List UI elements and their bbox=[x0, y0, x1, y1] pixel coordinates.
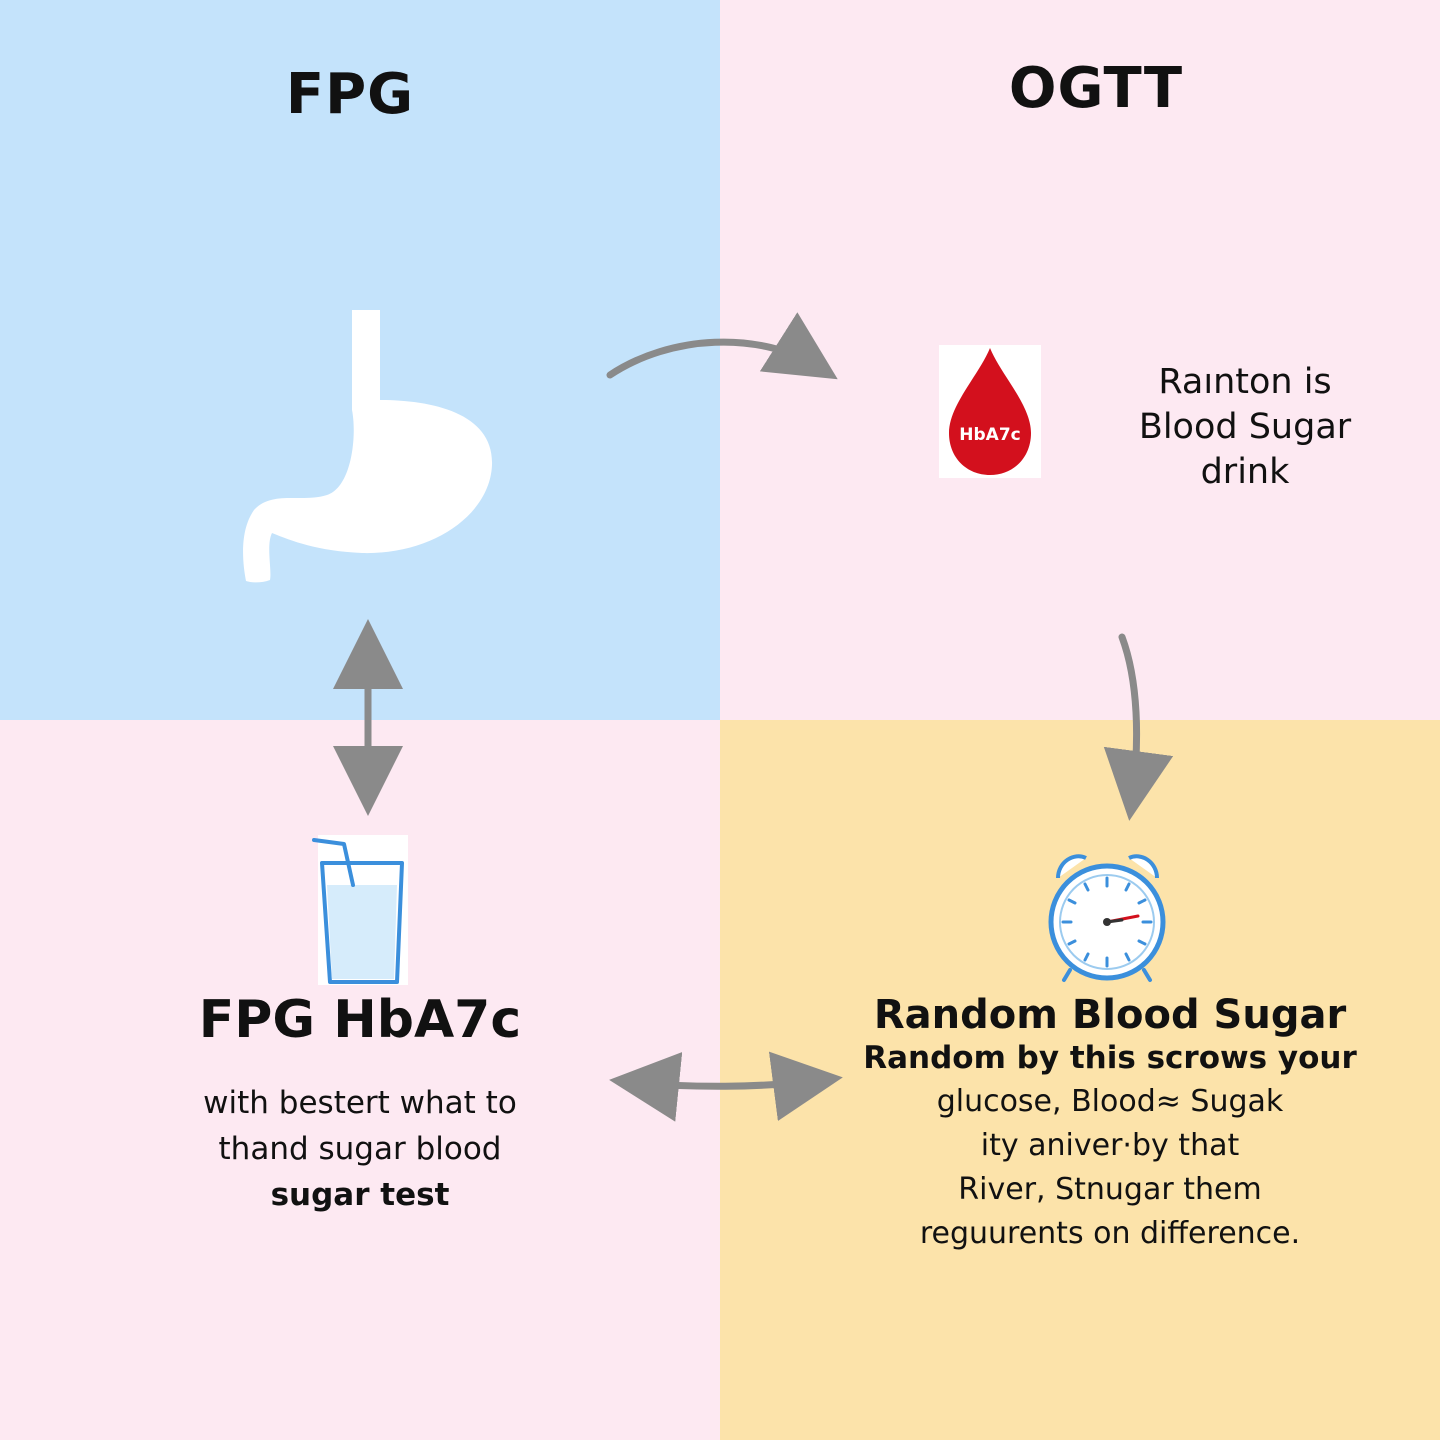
random-blood-sugar-body: glucose, Blood≈ Sugak ity aniver·by that… bbox=[860, 1080, 1360, 1256]
ogtt-line-2: Blood Sugar bbox=[1138, 407, 1352, 447]
ogtt-title: OGTT bbox=[1008, 56, 1184, 121]
blood-drop-icon bbox=[949, 348, 1031, 475]
random-line-3: River, Stnugar them bbox=[958, 1172, 1262, 1207]
ogtt-line-3: drink bbox=[1200, 452, 1290, 492]
ogtt-description: Raınton is Blood Sugar drink bbox=[1120, 360, 1370, 495]
fpg-hba7c-heading: FPG HbA7c bbox=[198, 990, 522, 1050]
random-line-2: ity aniver·by that bbox=[980, 1128, 1240, 1163]
fpg-hba7c-line-2: thand sugar blood bbox=[218, 1131, 502, 1167]
fpg-hba7c-body: with bestert what to thand sugar blood s… bbox=[150, 1080, 570, 1218]
ogtt-line-1: Raınton is bbox=[1158, 362, 1332, 402]
fpg-title: FPG bbox=[285, 62, 415, 127]
glass-icon bbox=[312, 835, 408, 985]
random-blood-sugar-heading: Random Blood Sugar bbox=[873, 992, 1347, 1038]
fpg-hba7c-line-3: sugar test bbox=[270, 1177, 450, 1213]
quadrant-ogtt bbox=[720, 0, 1440, 720]
alarm-clock-icon bbox=[1048, 854, 1166, 982]
random-line-1: glucose, Blood≈ Sugak bbox=[936, 1084, 1284, 1119]
fpg-hba7c-line-1: with bestert what to bbox=[203, 1085, 517, 1121]
drop-label: HbA7c bbox=[959, 425, 1021, 445]
random-blood-sugar-subheading: Random by this scrows your bbox=[863, 1040, 1357, 1076]
stomach-icon bbox=[243, 310, 493, 583]
random-line-4: reguurents on diﬀerence. bbox=[919, 1216, 1301, 1251]
